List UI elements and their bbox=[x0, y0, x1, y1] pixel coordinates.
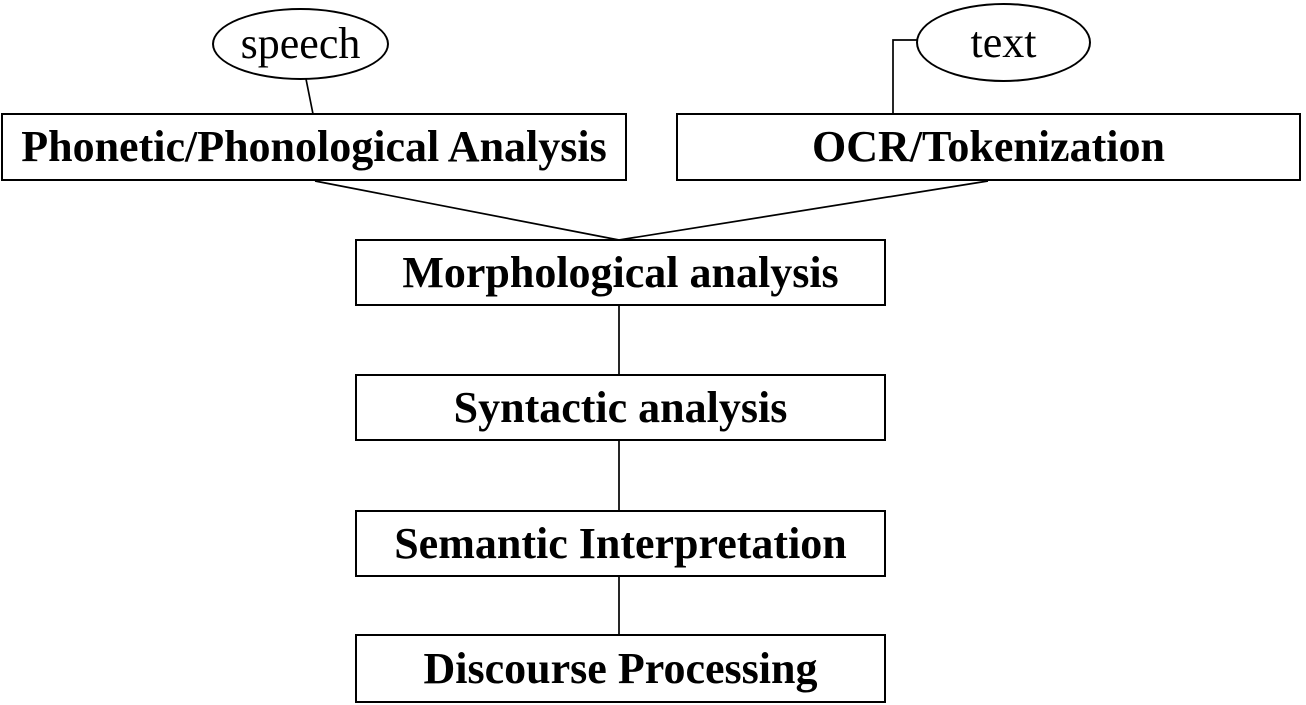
process-node-syntactic-analysis-label: Syntactic analysis bbox=[453, 382, 788, 432]
process-node-discourse-processing: Discourse Processing bbox=[355, 634, 886, 703]
input-node-speech-label: speech bbox=[240, 19, 361, 68]
edge-phonetic-morphological bbox=[314, 180, 620, 241]
process-node-syntactic-analysis: Syntactic analysis bbox=[355, 374, 886, 441]
process-node-ocr-tokenization: OCR/Tokenization bbox=[676, 113, 1301, 181]
process-node-phonetic-phonological-analysis: Phonetic/Phonological Analysis bbox=[1, 113, 627, 181]
edge-text-ocr bbox=[892, 39, 917, 114]
input-node-text-label: text bbox=[970, 17, 1037, 67]
process-node-morphological-analysis: Morphological analysis bbox=[355, 239, 886, 306]
process-node-morphological-analysis-label: Morphological analysis bbox=[402, 247, 839, 297]
process-node-discourse-processing-label: Discourse Processing bbox=[423, 643, 818, 693]
input-node-speech: speech bbox=[212, 8, 389, 80]
process-node-semantic-interpretation-label: Semantic Interpretation bbox=[394, 518, 847, 568]
process-node-ocr-tokenization-label: OCR/Tokenization bbox=[812, 122, 1165, 171]
edge-ocr-morphological bbox=[618, 180, 989, 241]
edge-speech-phonetic bbox=[305, 78, 314, 115]
input-node-text: text bbox=[916, 3, 1091, 82]
process-node-semantic-interpretation: Semantic Interpretation bbox=[355, 510, 886, 577]
process-node-phonetic-phonological-analysis-label: Phonetic/Phonological Analysis bbox=[21, 122, 607, 171]
